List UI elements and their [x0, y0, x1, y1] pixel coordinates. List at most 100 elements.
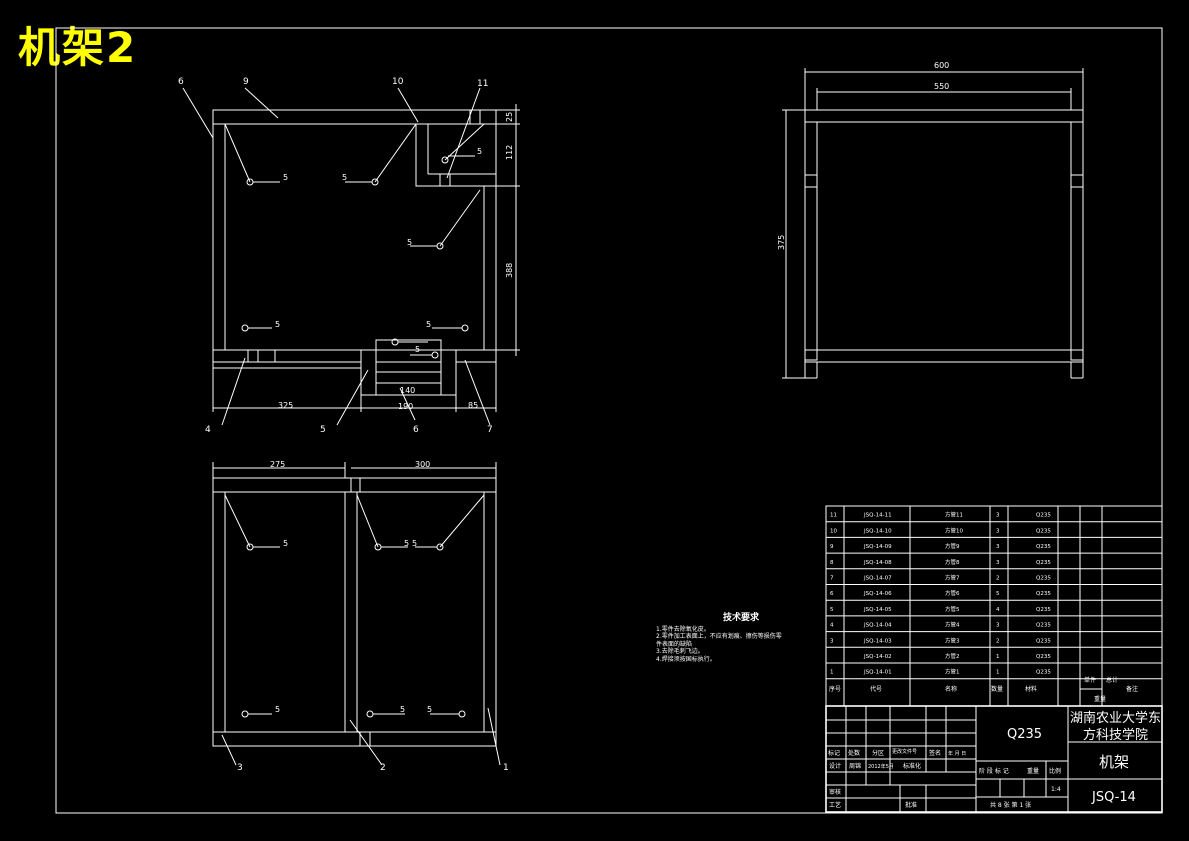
bom-cell-code: JSQ-14-09 — [863, 544, 892, 550]
dim-388: 388 — [505, 263, 514, 278]
school-name-1: 湖南农业大学东 — [1070, 710, 1161, 726]
designer-name: 周锦 — [849, 762, 861, 770]
bom-cell-code: JSQ-14-08 — [863, 560, 892, 566]
title-block — [825, 705, 1163, 813]
tech-req-heading: 技术要求 — [722, 613, 759, 623]
top-view — [212, 462, 501, 766]
zone-label: 分区 — [872, 749, 884, 757]
dim-140: 140 — [400, 386, 415, 395]
bom-cell-mat: Q235 — [1036, 607, 1051, 613]
dim-85: 85 — [468, 401, 478, 410]
weld-5: 5 — [283, 539, 288, 548]
process-label: 工艺 — [829, 801, 841, 809]
bom-cell-no: 6 — [830, 591, 834, 597]
bom-cell-name: 方管1 — [945, 668, 960, 676]
bom-cell-mat: Q235 — [1036, 513, 1051, 519]
scale-label: 比例 — [1049, 767, 1061, 775]
bom-header-qty: 数量 — [991, 685, 1003, 693]
sheets-label: 共 8 张 第 1 张 — [990, 801, 1031, 809]
bom-cell-mat: Q235 — [1036, 576, 1051, 582]
side-view-labels: 600 550 375 — [777, 61, 949, 250]
front-view-labels: 6 9 10 11 4 5 6 7 325 190 140 85 25 112 … — [178, 77, 514, 435]
change-doc-label: 更改文件号 — [892, 748, 917, 755]
bom-cell-name: 方管10 — [945, 526, 963, 534]
callout-1: 1 — [503, 763, 509, 773]
bom-cell-qty: 2 — [996, 576, 1000, 582]
bom-cell-qty: 3 — [996, 513, 1000, 519]
bom-cell-name: 方管11 — [945, 511, 963, 519]
tech-req-line: 1.零件去除氧化皮。 — [656, 625, 710, 633]
weld-5: 5 — [415, 345, 420, 354]
weld-5: 5 — [275, 705, 280, 714]
tech-req-line: 2.零件加工表面上，不应有划痕、擦伤等损伤零 — [656, 633, 782, 640]
bom-cell-name: 方管5 — [945, 605, 960, 613]
bom-cell-code: JSQ-14-03 — [863, 638, 892, 644]
dim-550: 550 — [934, 82, 949, 91]
weld-5: 5 — [342, 173, 347, 182]
bom-cell-qty: 1 — [996, 654, 1000, 660]
design-date: 2012年5月 — [868, 763, 894, 770]
bom-header-note: 备注 — [1126, 685, 1138, 693]
bom-cell-no: 8 — [830, 560, 834, 566]
bom-cell-no: 11 — [830, 513, 837, 519]
dim-190: 190 — [398, 402, 413, 411]
bom-cell-code: JSQ-14-05 — [863, 607, 892, 613]
bom-header-mat: 材料 — [1025, 685, 1037, 693]
dim-25: 25 — [505, 112, 514, 122]
weld-5: 5 — [404, 539, 409, 548]
bom-cell-name: 方管8 — [945, 558, 960, 566]
bom-cell-name: 方管9 — [945, 542, 960, 550]
dim-375: 375 — [777, 235, 786, 250]
school-name-2: 方科技学院 — [1083, 727, 1148, 743]
bom-cell-qty: 3 — [996, 560, 1000, 566]
mark-label: 标记 — [828, 749, 840, 757]
dim-112: 112 — [505, 145, 514, 160]
sign-label: 签名 — [929, 749, 941, 757]
weld-5: 5 — [426, 320, 431, 329]
callout-4: 4 — [205, 425, 211, 435]
dim-600: 600 — [934, 61, 949, 70]
bom-header-name: 名称 — [945, 685, 957, 693]
bom-cell-mat: Q235 — [1036, 528, 1051, 534]
callout-5: 5 — [320, 425, 326, 435]
bom-cell-code: JSQ-14-02 — [863, 654, 892, 660]
drawing-number: JSQ-14 — [1091, 790, 1136, 805]
weld-5: 5 — [412, 539, 417, 548]
bom-cell-qty: 5 — [996, 591, 1000, 597]
bom-cell-name: 方管6 — [945, 589, 960, 597]
stage-label: 阶 段 标 记 — [979, 767, 1009, 775]
sheet-title: 机架2 — [18, 23, 138, 72]
bom-cell-code: JSQ-14-07 — [863, 576, 892, 582]
bom-cell-qty: 3 — [996, 623, 1000, 629]
callout-7: 7 — [487, 425, 493, 435]
bom-cell-name: 方管7 — [945, 574, 960, 582]
bom-cell-no: 3 — [830, 638, 834, 644]
tech-requirements: 技术要求 1.零件去除氧化皮。 2.零件加工表面上，不应有划痕、擦伤等损伤零 件… — [656, 613, 826, 663]
bom-cell-qty: 4 — [996, 607, 1000, 613]
bom-cell-no: 5 — [830, 607, 834, 613]
std-label: 标准化 — [903, 762, 921, 770]
title-block-labels: Q235 湖南农业大学东 方科技学院 机架 JSQ-14 1:4 阶 段 标 记… — [828, 710, 1161, 809]
material-cell: Q235 — [1007, 727, 1042, 742]
callout-9: 9 — [243, 77, 249, 87]
side-view — [782, 68, 1084, 379]
bom-header-unit: 单件 — [1084, 676, 1096, 684]
weight-label: 重量 — [1027, 767, 1039, 775]
callout-6: 6 — [178, 77, 184, 87]
bom-header-total: 总计 — [1106, 676, 1118, 684]
bom-cell-no: 9 — [830, 544, 834, 550]
bom-cell-mat: Q235 — [1036, 670, 1051, 676]
date-label: 年 月 日 — [948, 750, 966, 757]
tech-req-line: 3.去除毛刺飞边。 — [656, 648, 704, 655]
part-name: 机架 — [1099, 753, 1129, 771]
tech-req-line: 件表面的缺陷 — [656, 640, 693, 648]
bom-cell-mat: Q235 — [1036, 591, 1051, 597]
bom-cell-name: 方管4 — [945, 621, 960, 629]
callout-6b: 6 — [413, 425, 419, 435]
bom-cell-name: 方管2 — [945, 652, 960, 660]
bom-cell-qty: 1 — [996, 670, 1000, 676]
bom-cell-code: JSQ-14-10 — [863, 528, 892, 534]
callout-11: 11 — [477, 79, 488, 89]
